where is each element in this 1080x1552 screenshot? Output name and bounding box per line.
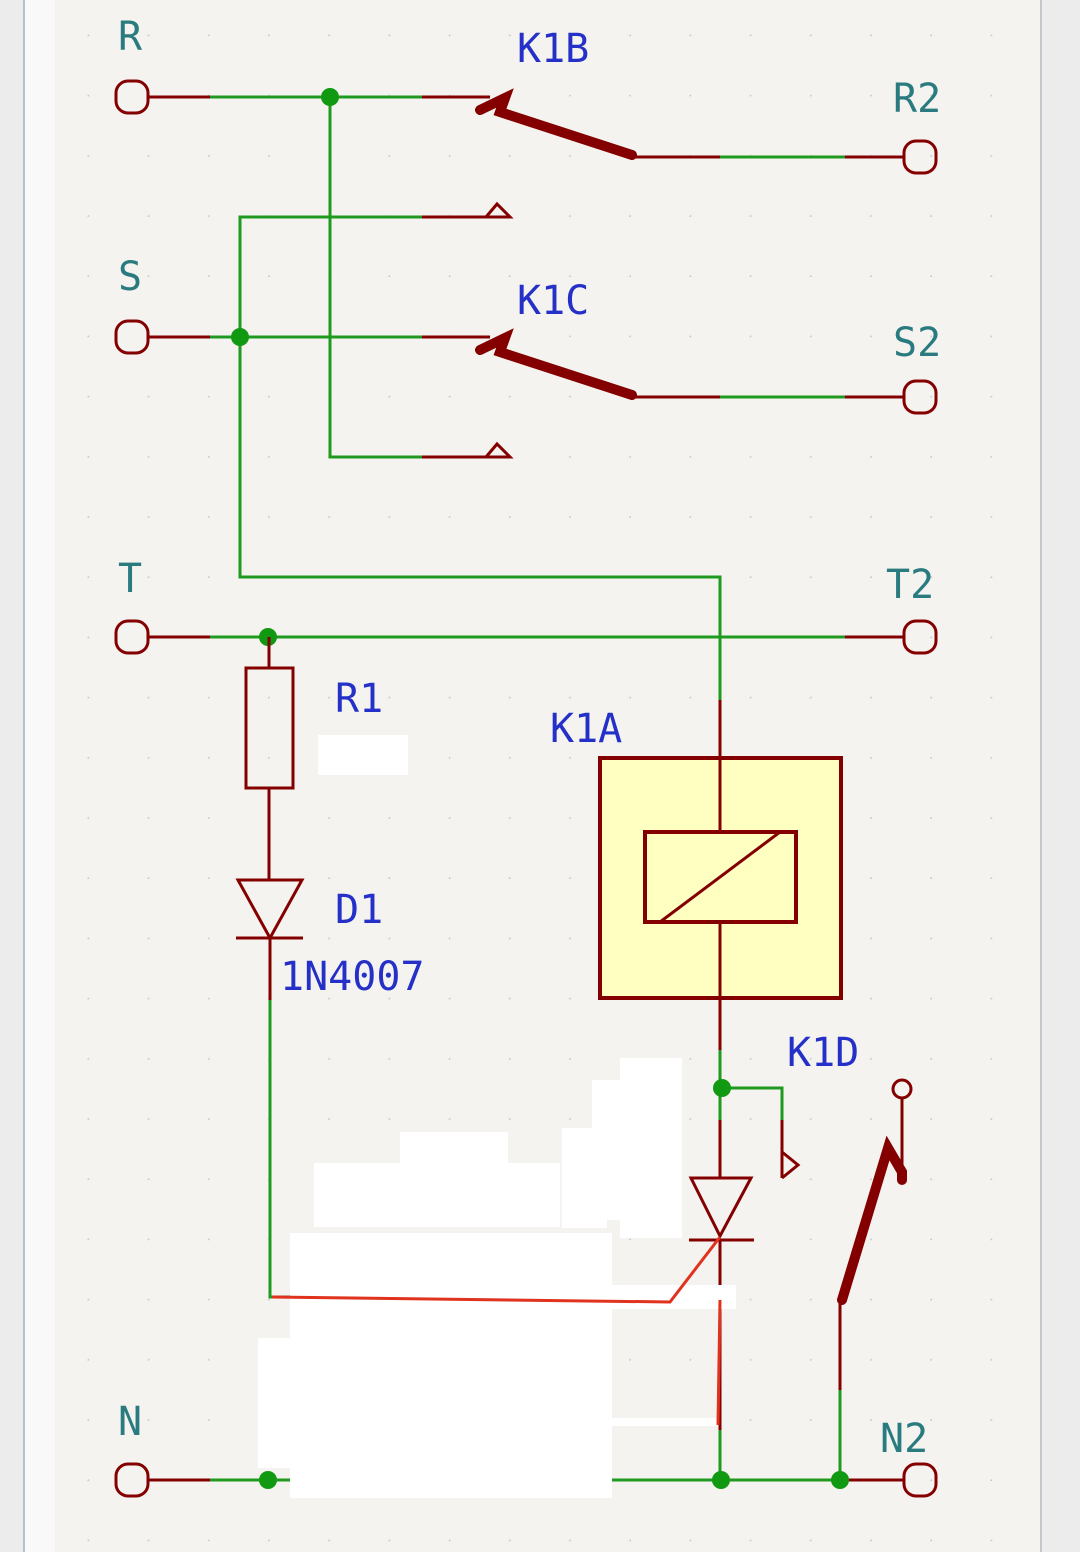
diode-d1[interactable]: D1 1N4007 bbox=[235, 878, 425, 1000]
resistor-r1[interactable]: R1 bbox=[244, 637, 383, 880]
port-label-n2: N2 bbox=[880, 1416, 928, 1462]
ref-d1: D1 bbox=[335, 887, 383, 933]
sheet-margin bbox=[25, 0, 55, 1552]
ref-r1: R1 bbox=[335, 676, 383, 722]
ref-k1c: K1C bbox=[517, 278, 589, 324]
relay-contact-k1c[interactable]: K1C bbox=[422, 278, 720, 459]
redactions bbox=[258, 1058, 736, 1498]
port-label-r: R bbox=[118, 14, 143, 60]
wires bbox=[210, 95, 845, 1482]
ref-k1d: K1D bbox=[787, 1030, 859, 1076]
relay-coil-k1a[interactable]: K1A bbox=[550, 700, 843, 1050]
port-label-s: S bbox=[118, 254, 142, 300]
port-label-n: N bbox=[118, 1399, 142, 1445]
ref-k1a: K1A bbox=[550, 706, 622, 752]
ref-k1b: K1B bbox=[517, 26, 589, 72]
redaction bbox=[318, 735, 408, 775]
relay-contact-k1d[interactable]: K1D bbox=[780, 1030, 913, 1390]
annotation-line bbox=[271, 1236, 722, 1304]
port-label-t2: T2 bbox=[886, 562, 934, 608]
port-label-s2: S2 bbox=[893, 320, 941, 366]
value-d1: 1N4007 bbox=[280, 954, 425, 1000]
junctions bbox=[231, 88, 849, 1489]
relay-contact-k1b[interactable]: K1B bbox=[422, 26, 720, 219]
port-label-r2: R2 bbox=[893, 76, 941, 122]
annotation-line-vertical bbox=[716, 1299, 722, 1426]
port-label-t: T bbox=[118, 556, 142, 602]
port-connectors bbox=[114, 79, 938, 1498]
